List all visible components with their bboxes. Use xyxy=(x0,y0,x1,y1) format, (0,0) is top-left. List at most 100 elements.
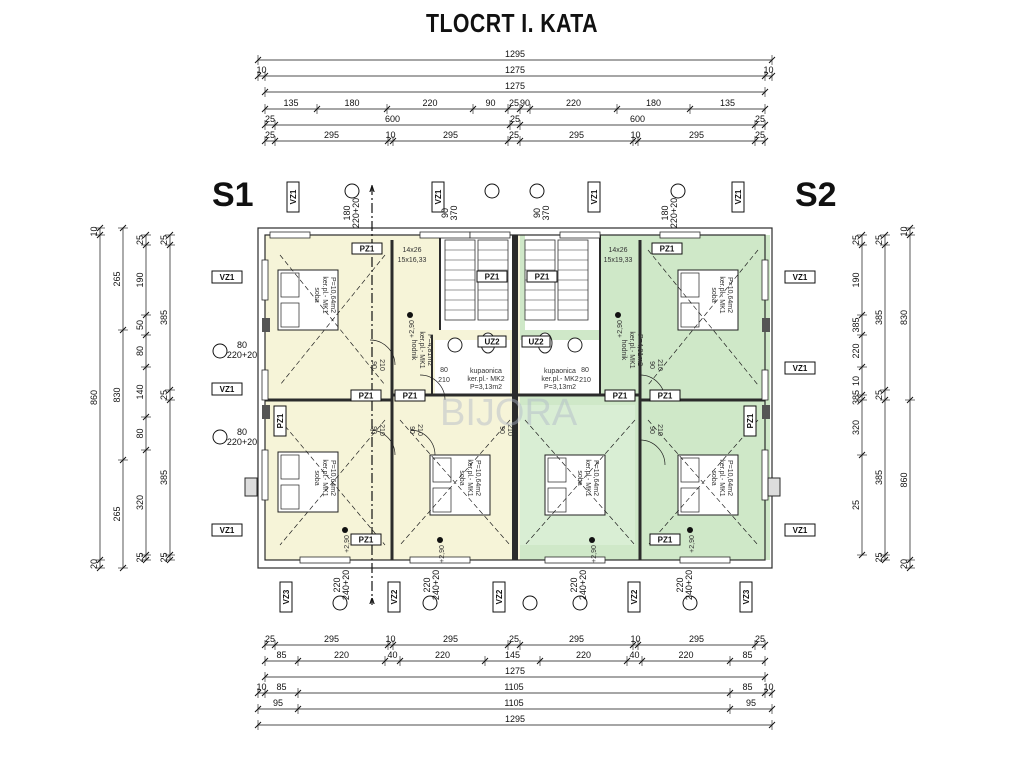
opening-label: 180 xyxy=(660,205,670,220)
room-label-bedroom: P=10,64m2 xyxy=(329,460,336,496)
door-dim-label: 90 xyxy=(370,361,377,369)
room-label-bedroom: ker.pl.- MK1 xyxy=(584,459,591,496)
door-dim-label: 210 xyxy=(416,424,423,436)
level-label: +2,90 xyxy=(409,320,416,338)
tag-pz1-4 xyxy=(350,389,382,402)
bottom-dim-2-label: 145 xyxy=(505,650,520,660)
tag-pz1-3 xyxy=(651,242,683,255)
top-dim-6-label: 10 xyxy=(385,130,395,140)
left-dim-2-label: 265 xyxy=(112,506,122,521)
left-dim-4-label: 25 xyxy=(159,552,169,562)
tag-vz1-left-0 xyxy=(211,270,243,284)
grid-marker-3 xyxy=(670,183,686,199)
top-dim-4-label: 90 xyxy=(520,98,530,108)
column xyxy=(262,318,270,332)
bottom-dim-4-label: 10 xyxy=(256,682,266,692)
grid-marker-0 xyxy=(344,183,360,199)
room-label-bedroom: P=10,64m2 xyxy=(726,277,733,313)
tag-vz1-top-2-text: VZ1 xyxy=(590,189,599,204)
bed-s2-mid-pillow xyxy=(547,487,567,513)
window xyxy=(269,231,311,239)
door-swing xyxy=(369,339,396,366)
right-dim-1-label: 25 xyxy=(851,500,861,510)
door-swing xyxy=(419,374,446,401)
left-dim-3-label: 25 xyxy=(135,235,145,245)
room-label-bedroom: soba xyxy=(313,470,320,485)
sink-s1 xyxy=(447,337,463,353)
tag-vz1-left-2 xyxy=(211,523,243,537)
tag-bottom-3-text: VZ2 xyxy=(630,589,639,604)
bottom-dim-1-label: 25 xyxy=(755,634,765,644)
bottom-dim-4-label: 85 xyxy=(742,682,752,692)
tag-uz2-s1-text: UZ2 xyxy=(484,338,500,347)
level-label: +2,90 xyxy=(617,320,624,338)
bottom-dim-4-label: 10 xyxy=(763,682,773,692)
right-dim-1-label: 320 xyxy=(851,420,861,435)
left-dim-2-label: 265 xyxy=(112,271,122,286)
bottom-dim-1-label: 10 xyxy=(385,634,395,644)
tag-bottom-3 xyxy=(627,581,641,613)
opening-label: 220+20 xyxy=(351,198,361,228)
top-dim-6-label: 25 xyxy=(509,130,519,140)
door-swing xyxy=(639,439,666,466)
door-dim-label: 210 xyxy=(378,359,385,371)
grid-marker-7 xyxy=(422,595,438,611)
swing-s2-c xyxy=(647,419,759,546)
tag-uz2-s2-text: UZ2 xyxy=(528,338,544,347)
tag-pz1-9-text: PZ1 xyxy=(658,536,673,545)
window xyxy=(469,231,511,239)
window xyxy=(409,556,471,564)
level-marker xyxy=(437,537,443,543)
opening-label: 80 xyxy=(237,340,247,350)
bottom-dim-2-label: 85 xyxy=(742,650,752,660)
door-dim-label: 210 xyxy=(656,424,663,436)
bottom-dim-4-label: 85 xyxy=(276,682,286,692)
right-dim-1-label: 25 xyxy=(851,235,861,245)
opening-label: 220+20 xyxy=(227,350,257,360)
grid-marker-10 xyxy=(682,595,698,611)
bottom-dim-5-label: 95 xyxy=(273,698,283,708)
grid-marker-8 xyxy=(522,595,538,611)
column xyxy=(262,405,270,419)
unit-label-s1: S1 xyxy=(212,176,254,214)
left-dim-4-label: 385 xyxy=(159,310,169,325)
grid-marker-5 xyxy=(212,429,228,445)
bed-s2-mid-pillow xyxy=(547,457,567,483)
tag-pz1-side-right xyxy=(743,405,757,437)
watermark: BIJORA xyxy=(440,392,578,434)
left-dim-4-label: 385 xyxy=(159,470,169,485)
top-dim-5-label: 600 xyxy=(385,114,400,124)
room-label-bedroom: soba xyxy=(313,287,320,302)
room-label-bedroom: ker.pl.- MK1 xyxy=(718,276,725,313)
room-label-bedroom: ker.pl.- MK1 xyxy=(321,276,328,313)
column xyxy=(762,318,770,332)
right-dim-3-label: 10 xyxy=(899,226,909,236)
tag-pz1-0 xyxy=(351,242,383,255)
top-dim-4-label: 220 xyxy=(566,98,581,108)
opening-label: 370 xyxy=(541,205,551,220)
opening-label: 240+20 xyxy=(341,570,351,600)
left-dim-4-label: 25 xyxy=(159,390,169,400)
tag-vz1-top-3-text: VZ1 xyxy=(734,189,743,204)
bed-s2-mid xyxy=(544,454,606,516)
opening-label: 240+20 xyxy=(431,570,441,600)
room-label-bedroom: ker.pl.- MK1 xyxy=(321,459,328,496)
top-dim-5-label: 600 xyxy=(630,114,645,124)
right-dim-3-label: 830 xyxy=(899,310,909,325)
stair-label: 15x16,33 xyxy=(398,257,427,264)
door-swing xyxy=(369,429,396,456)
window xyxy=(261,369,269,401)
door-dim-label: 80 xyxy=(440,367,448,374)
unit-label-s2: S2 xyxy=(795,176,837,214)
bed-s2-upper xyxy=(677,269,739,331)
vent-right xyxy=(767,477,781,497)
tag-vz1-right-2-text: VZ1 xyxy=(793,526,808,535)
left-dim-3-label: 140 xyxy=(135,384,145,399)
top-dim-4-label: 180 xyxy=(646,98,661,108)
door-dim-label: 210 xyxy=(579,377,591,384)
grid-marker-9 xyxy=(572,595,588,611)
top-dim-6-label: 295 xyxy=(324,130,339,140)
